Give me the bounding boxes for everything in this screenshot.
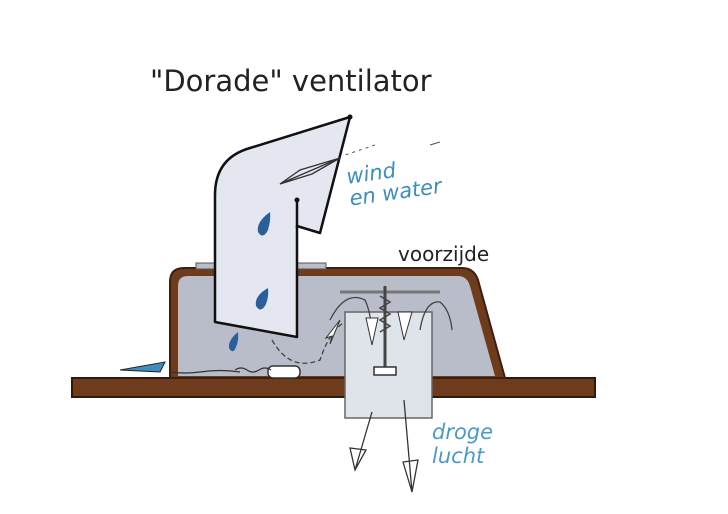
water-drop-icon — [257, 212, 271, 236]
cowl-tip — [347, 114, 353, 120]
drain-hole — [267, 365, 301, 379]
wind-line — [344, 144, 376, 156]
dry-label: droge — [432, 420, 494, 444]
dry-air-arrow-icon — [349, 411, 373, 472]
airflow-arrow-icon — [397, 311, 413, 341]
water-drop-icon — [255, 288, 269, 310]
spring — [378, 295, 392, 333]
wind-arrow-icon — [279, 157, 341, 185]
cowl-lip-end — [294, 197, 300, 203]
diagram-title: "Dorade" ventilator — [150, 64, 432, 98]
front-label: voorzijde — [398, 242, 490, 266]
deck — [71, 377, 596, 398]
water-outflow — [234, 367, 272, 373]
air-label: lucht — [432, 444, 485, 468]
dry-air-arrow-icon — [402, 399, 419, 493]
airflow-arrow-icon — [365, 317, 379, 346]
airflow-path — [419, 301, 453, 331]
plunger-plate — [373, 366, 397, 376]
water-outflow — [169, 369, 241, 374]
airflow-path — [271, 321, 346, 364]
dry-air-label: droge lucht — [432, 420, 493, 468]
water-drop-icon — [228, 332, 239, 352]
airflow-arrow-icon — [324, 319, 341, 345]
inner-pipe — [344, 311, 433, 419]
wind-line — [429, 141, 441, 146]
water-out-arrow-icon — [119, 361, 166, 373]
